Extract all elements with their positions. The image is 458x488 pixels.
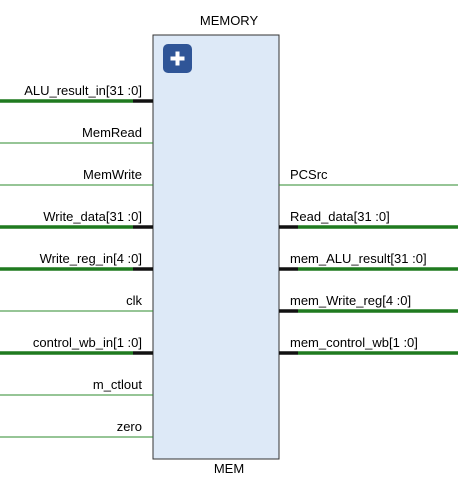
input-port-label: zero bbox=[116, 419, 142, 434]
input-port-label: Write_data[31 :0] bbox=[43, 209, 142, 224]
input-port-label: clk bbox=[126, 293, 142, 308]
block-instance-name: MEM bbox=[213, 461, 245, 476]
output-port-label: PCSrc bbox=[290, 167, 328, 182]
output-port-label: mem_Write_reg[4 :0] bbox=[290, 293, 412, 308]
memory-block[interactable] bbox=[152, 34, 280, 460]
expand-button[interactable] bbox=[163, 44, 192, 73]
port-wires bbox=[0, 99, 458, 438]
input-port-label: control_wb_in[1 :0] bbox=[32, 335, 142, 350]
input-port-label: MemRead bbox=[82, 125, 142, 140]
input-port-label: Write_reg_in[4 :0] bbox=[39, 251, 142, 266]
input-port-label: m_ctlout bbox=[92, 377, 142, 392]
input-port-label: MemWrite bbox=[83, 167, 142, 182]
output-port-label: Read_data[31 :0] bbox=[290, 209, 390, 224]
output-port-label: mem_ALU_result[31 :0] bbox=[290, 251, 427, 266]
input-port-label: ALU_result_in[31 :0] bbox=[24, 83, 142, 98]
plus-icon-vertical bbox=[175, 51, 180, 66]
block-title: MEMORY bbox=[199, 13, 259, 28]
output-port-label: mem_control_wb[1 :0] bbox=[290, 335, 418, 350]
